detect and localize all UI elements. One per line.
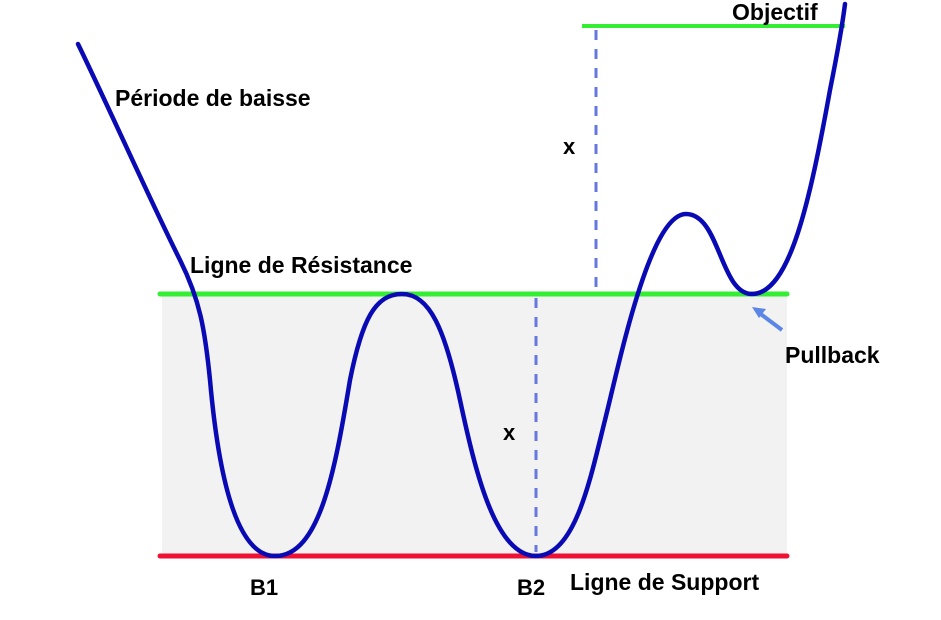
pattern-height-label: x [503,420,516,445]
resistance-label: Ligne de Résistance [190,252,412,278]
trading-range-area [162,294,787,556]
pullback-label: Pullback [785,342,880,368]
pullback-arrow-icon [752,307,784,332]
bottom2-label: B2 [517,575,545,600]
downtrend-label: Période de baisse [115,85,311,111]
projection-height-label: x [563,134,576,159]
bottom1-label: B1 [250,575,278,600]
support-label: Ligne de Support [570,569,759,595]
target-label: Objectif [732,0,818,25]
price-curve [75,1,848,559]
